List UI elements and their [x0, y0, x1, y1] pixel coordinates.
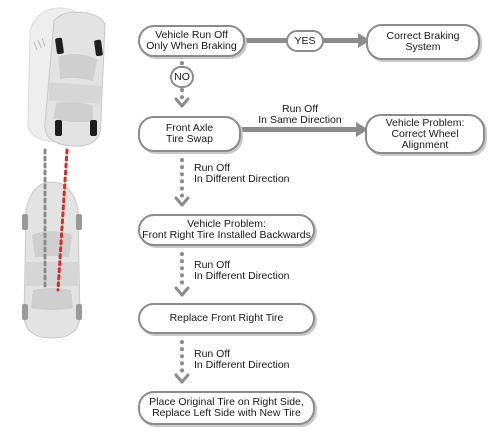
edge-label-same-direction: Run Off In Same Direction [250, 104, 350, 126]
connector-swap-to-alignment [241, 122, 368, 137]
node-replace-tire-label: Replace Front Right Tire [169, 312, 284, 324]
decision-no-label: NO [174, 71, 190, 83]
node-start: Vehicle Run Off Only When Braking [138, 25, 245, 57]
node-tire-swap: Front Axle Tire Swap [138, 116, 241, 152]
edge-label-different-direction-2-line-2: In Different Direction [194, 270, 290, 282]
dotted-connector-swap-to-backwards [174, 158, 190, 207]
edge-label-different-direction-1: Run Off In Different Direction [194, 163, 290, 185]
node-wheel-alignment-line-1: Vehicle Problem: [385, 116, 465, 129]
edge-label-different-direction-3: Run Off In Different Direction [194, 349, 290, 371]
node-correct-braking-line-1: Correct Braking [386, 30, 460, 42]
wheel-tracks [43, 148, 69, 292]
node-installed-backwards-line-2: Front Right Tire Installed Backwards [142, 229, 311, 241]
node-tire-swap-line-1: Front Axle [165, 122, 214, 134]
node-final-action: Place Original Tire on Right Side, Repla… [138, 391, 315, 425]
decision-yes: YES [286, 30, 324, 52]
dotted-connector-start-to-swap [174, 54, 190, 108]
edge-label-different-direction-2-line-1: Run Off [194, 259, 230, 271]
edge-label-different-direction-1-line-1: Run Off [194, 162, 230, 174]
edge-label-same-direction-line-1: Run Off [282, 103, 318, 115]
node-installed-backwards: Vehicle Problem: Front Right Tire Instal… [138, 214, 315, 246]
node-final-action-line-1: Place Original Tire on Right Side, [149, 396, 304, 408]
edge-label-different-direction-1-line-2: In Different Direction [194, 173, 290, 185]
decision-yes-label: YES [294, 35, 316, 47]
node-wheel-alignment: Vehicle Problem: Correct Wheel Alignment [365, 114, 485, 154]
edge-label-different-direction-3-line-1: Run Off [194, 348, 230, 360]
node-wheel-alignment-line-2: Correct Wheel [391, 127, 459, 140]
dotted-connector-replace-to-final [174, 340, 190, 384]
node-correct-braking: Correct Braking System [366, 24, 480, 60]
car-bottom-illustration [22, 181, 82, 339]
node-correct-braking-line-2: System [405, 41, 441, 53]
node-installed-backwards-line-1: Vehicle Problem: [187, 218, 266, 230]
node-replace-tire: Replace Front Right Tire [138, 303, 315, 334]
node-wheel-alignment-line-3: Alignment [401, 138, 449, 151]
node-tire-swap-line-2: Tire Swap [166, 133, 213, 145]
node-start-line-1: Vehicle Run Off [155, 29, 228, 41]
car-top-illustration [27, 7, 106, 147]
edge-label-different-direction-2: Run Off In Different Direction [194, 260, 290, 282]
edge-label-different-direction-3-line-2: In Different Direction [194, 359, 290, 371]
dotted-connector-backwards-to-replace [174, 252, 190, 297]
node-final-action-line-2: Replace Left Side with New Tire [152, 407, 301, 419]
decision-no: NO [170, 66, 194, 88]
edge-label-same-direction-line-2: In Same Direction [258, 114, 342, 126]
node-start-line-2: Only When Braking [146, 40, 237, 52]
